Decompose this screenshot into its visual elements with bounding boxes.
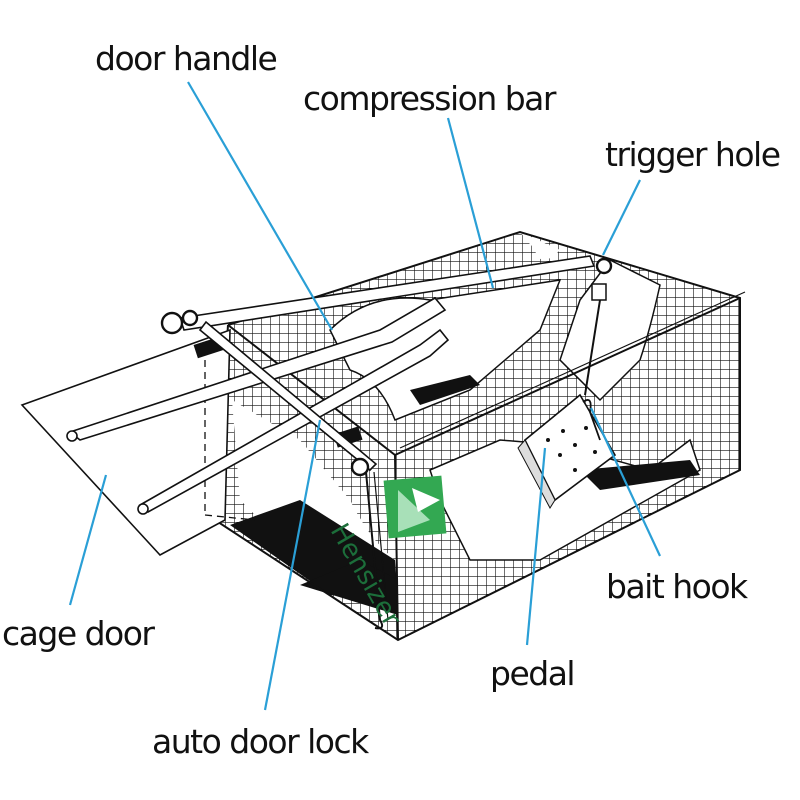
leader-lines (68, 81, 661, 711)
brand-logo (383, 475, 447, 539)
cage-body (213, 230, 746, 642)
leader-bait-hook (590, 407, 661, 557)
bait-hook-wire (582, 399, 601, 441)
top-cutaway-back (520, 232, 560, 260)
leader-compression-bar (446, 117, 495, 289)
label-pedal: pedal (490, 654, 574, 693)
frame-rim (399, 291, 746, 449)
label-bait-hook: bait hook (606, 567, 749, 606)
label-compression-bar: compression bar (303, 79, 557, 118)
label-trigger-hole: trigger hole (605, 135, 780, 174)
leader-pedal (525, 447, 547, 646)
label-door-handle: door handle (95, 39, 277, 78)
leader-door-handle (187, 81, 333, 331)
floor-strip-2 (300, 560, 398, 615)
door-handle-ring (160, 311, 184, 335)
leader-auto-door-lock (263, 419, 322, 711)
floor-strip-4 (410, 375, 480, 405)
door-handle-rods (66, 296, 450, 515)
trigger-hole-fitting (584, 257, 613, 396)
label-cage-door: cage door (2, 614, 155, 653)
floor-strip-3 (580, 460, 700, 490)
label-auto-door-lock: auto door lock (152, 722, 370, 761)
cage-door-panel (20, 328, 363, 556)
leader-trigger-hole (602, 179, 641, 256)
leader-cage-door (68, 474, 108, 606)
door-handle-ring-2 (181, 309, 199, 327)
auto-door-lock-latch (350, 457, 389, 630)
